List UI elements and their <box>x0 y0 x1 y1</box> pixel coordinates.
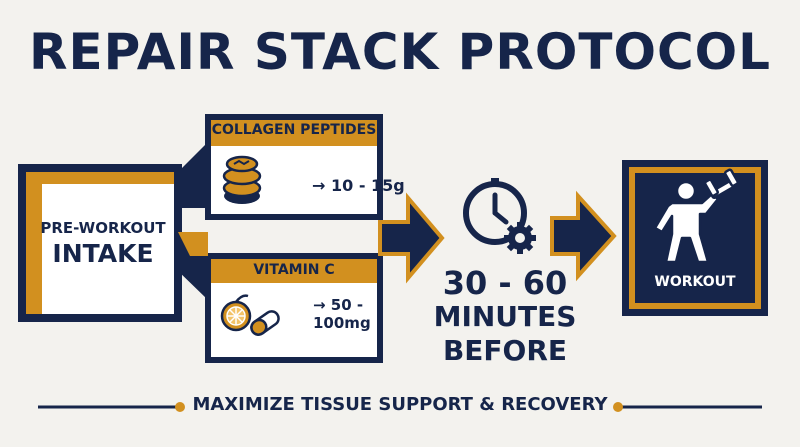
timing-label: 30 - 60 MINUTES BEFORE <box>430 266 580 368</box>
timing-line3: BEFORE <box>442 334 568 367</box>
collagen-dose: → 10 - 15g <box>312 176 405 195</box>
clock-gear-icon <box>463 178 536 254</box>
arrow-to-workout <box>550 190 617 282</box>
timing-line1: 30 - 60 <box>442 264 568 302</box>
citrus-capsule-icon <box>220 294 280 336</box>
connector-upper <box>175 142 208 208</box>
weightlifter-icon <box>653 168 739 264</box>
tagline: MAXIMIZE TISSUE SUPPORT & RECOVERY <box>192 394 608 415</box>
intake-box <box>18 164 182 322</box>
vitamin-c-dose-line1: → 50 - <box>313 296 364 314</box>
collagen-layers-icon <box>222 155 262 204</box>
vitamin-c-dose: → 50 - 100mg <box>313 296 371 332</box>
intake-line2: INTAKE <box>52 239 154 268</box>
vitamin-c-label: VITAMIN C <box>253 262 335 278</box>
workout-label: WORKOUT <box>654 274 736 290</box>
timing-line2: MINUTES <box>433 300 577 333</box>
vitamin-c-dose-line2: 100mg <box>313 314 371 332</box>
tagline-rule <box>38 402 762 412</box>
collagen-label: COLLAGEN PEPTIDES <box>211 122 377 138</box>
arrow-to-timing <box>378 192 445 284</box>
intake-label: PRE-WORKOUT INTAKE <box>28 218 178 270</box>
intake-line1: PRE-WORKOUT <box>40 219 166 237</box>
page-title: REPAIR STACK PROTOCOL <box>28 23 772 81</box>
